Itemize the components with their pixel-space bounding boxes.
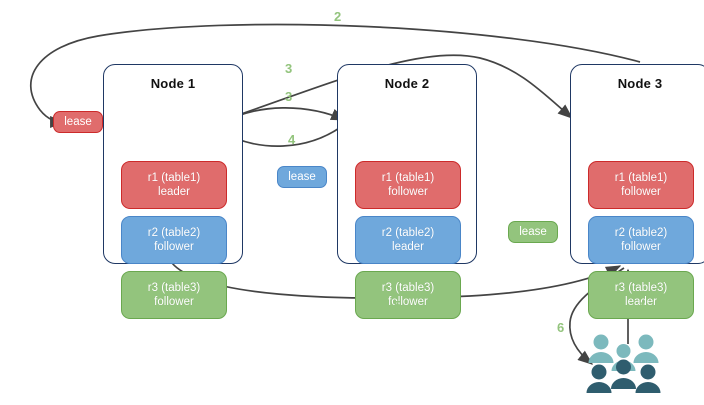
replica-name: r3 (table3) — [147, 282, 201, 294]
step-label-1: 1 — [639, 299, 647, 314]
person-front-center — [611, 359, 636, 389]
person-back-left — [588, 334, 614, 363]
edge-step-3-node3 — [217, 54, 574, 123]
clients-people-icon — [586, 334, 661, 393]
replica-n3-r2[interactable]: r2 (table2) follower — [588, 216, 694, 264]
step-label-2: 2 — [334, 9, 342, 24]
step-label-3-upper: 3 — [285, 61, 293, 76]
step-label-5: 5 — [394, 298, 402, 313]
replica-name: r2 (table2) — [614, 227, 668, 239]
person-front-left — [586, 364, 612, 393]
replica-role: follower — [388, 296, 428, 308]
replica-role: follower — [154, 296, 194, 308]
replica-role: follower — [621, 241, 661, 253]
replica-name: r2 (table2) — [147, 227, 201, 239]
replica-n1-r2[interactable]: r2 (table2) follower — [121, 216, 227, 264]
replica-name: r3 (table3) — [614, 282, 668, 294]
node-3-box[interactable]: Node 3 r1 (table1) follower r2 (table2) … — [570, 64, 704, 319]
replica-n3-r1[interactable]: r1 (table1) follower — [588, 161, 694, 209]
replica-n2-r1[interactable]: r1 (table1) follower — [355, 161, 461, 209]
replica-n3-r3[interactable]: r3 (table3) leader — [588, 271, 694, 319]
replica-n2-r2[interactable]: r2 (table2) leader — [355, 216, 461, 264]
replica-role: leader — [158, 186, 190, 198]
person-back-right — [633, 334, 659, 363]
step-label-3-lower: 3 — [285, 89, 293, 104]
replica-n1-r3[interactable]: r3 (table3) follower — [121, 271, 227, 319]
node-2-title: Node 2 — [384, 76, 430, 91]
replica-n2-r3[interactable]: r3 (table3) follower — [355, 271, 461, 319]
node-2-box[interactable]: Node 2 r1 (table1) follower r2 (table2) … — [337, 64, 477, 319]
node-1-title: Node 1 — [150, 76, 196, 91]
replica-name: r1 (table1) — [381, 172, 435, 184]
person-front-right — [635, 364, 661, 393]
step-label-6: 6 — [557, 320, 565, 335]
node-1-box[interactable]: Node 1 r1 (table1) leader r2 (table2) fo… — [103, 64, 243, 319]
replica-name: r3 (table3) — [381, 282, 435, 294]
replica-n1-r1[interactable]: r1 (table1) leader — [121, 161, 227, 209]
replica-name: r1 (table1) — [614, 172, 668, 184]
lease-table2-badge[interactable]: lease — [277, 166, 327, 188]
replica-role: follower — [388, 186, 428, 198]
edge-step-2 — [29, 23, 641, 128]
step-label-4: 4 — [288, 132, 296, 147]
replica-role: leader — [392, 241, 424, 253]
node-3-title: Node 3 — [617, 76, 663, 91]
replica-role: follower — [621, 186, 661, 198]
lease-table3-badge[interactable]: lease — [508, 221, 558, 243]
lease-table1-badge[interactable]: lease — [53, 111, 103, 133]
replica-role: follower — [154, 241, 194, 253]
replica-role: leader — [625, 296, 657, 308]
replica-name: r1 (table1) — [147, 172, 201, 184]
replica-name: r2 (table2) — [381, 227, 435, 239]
